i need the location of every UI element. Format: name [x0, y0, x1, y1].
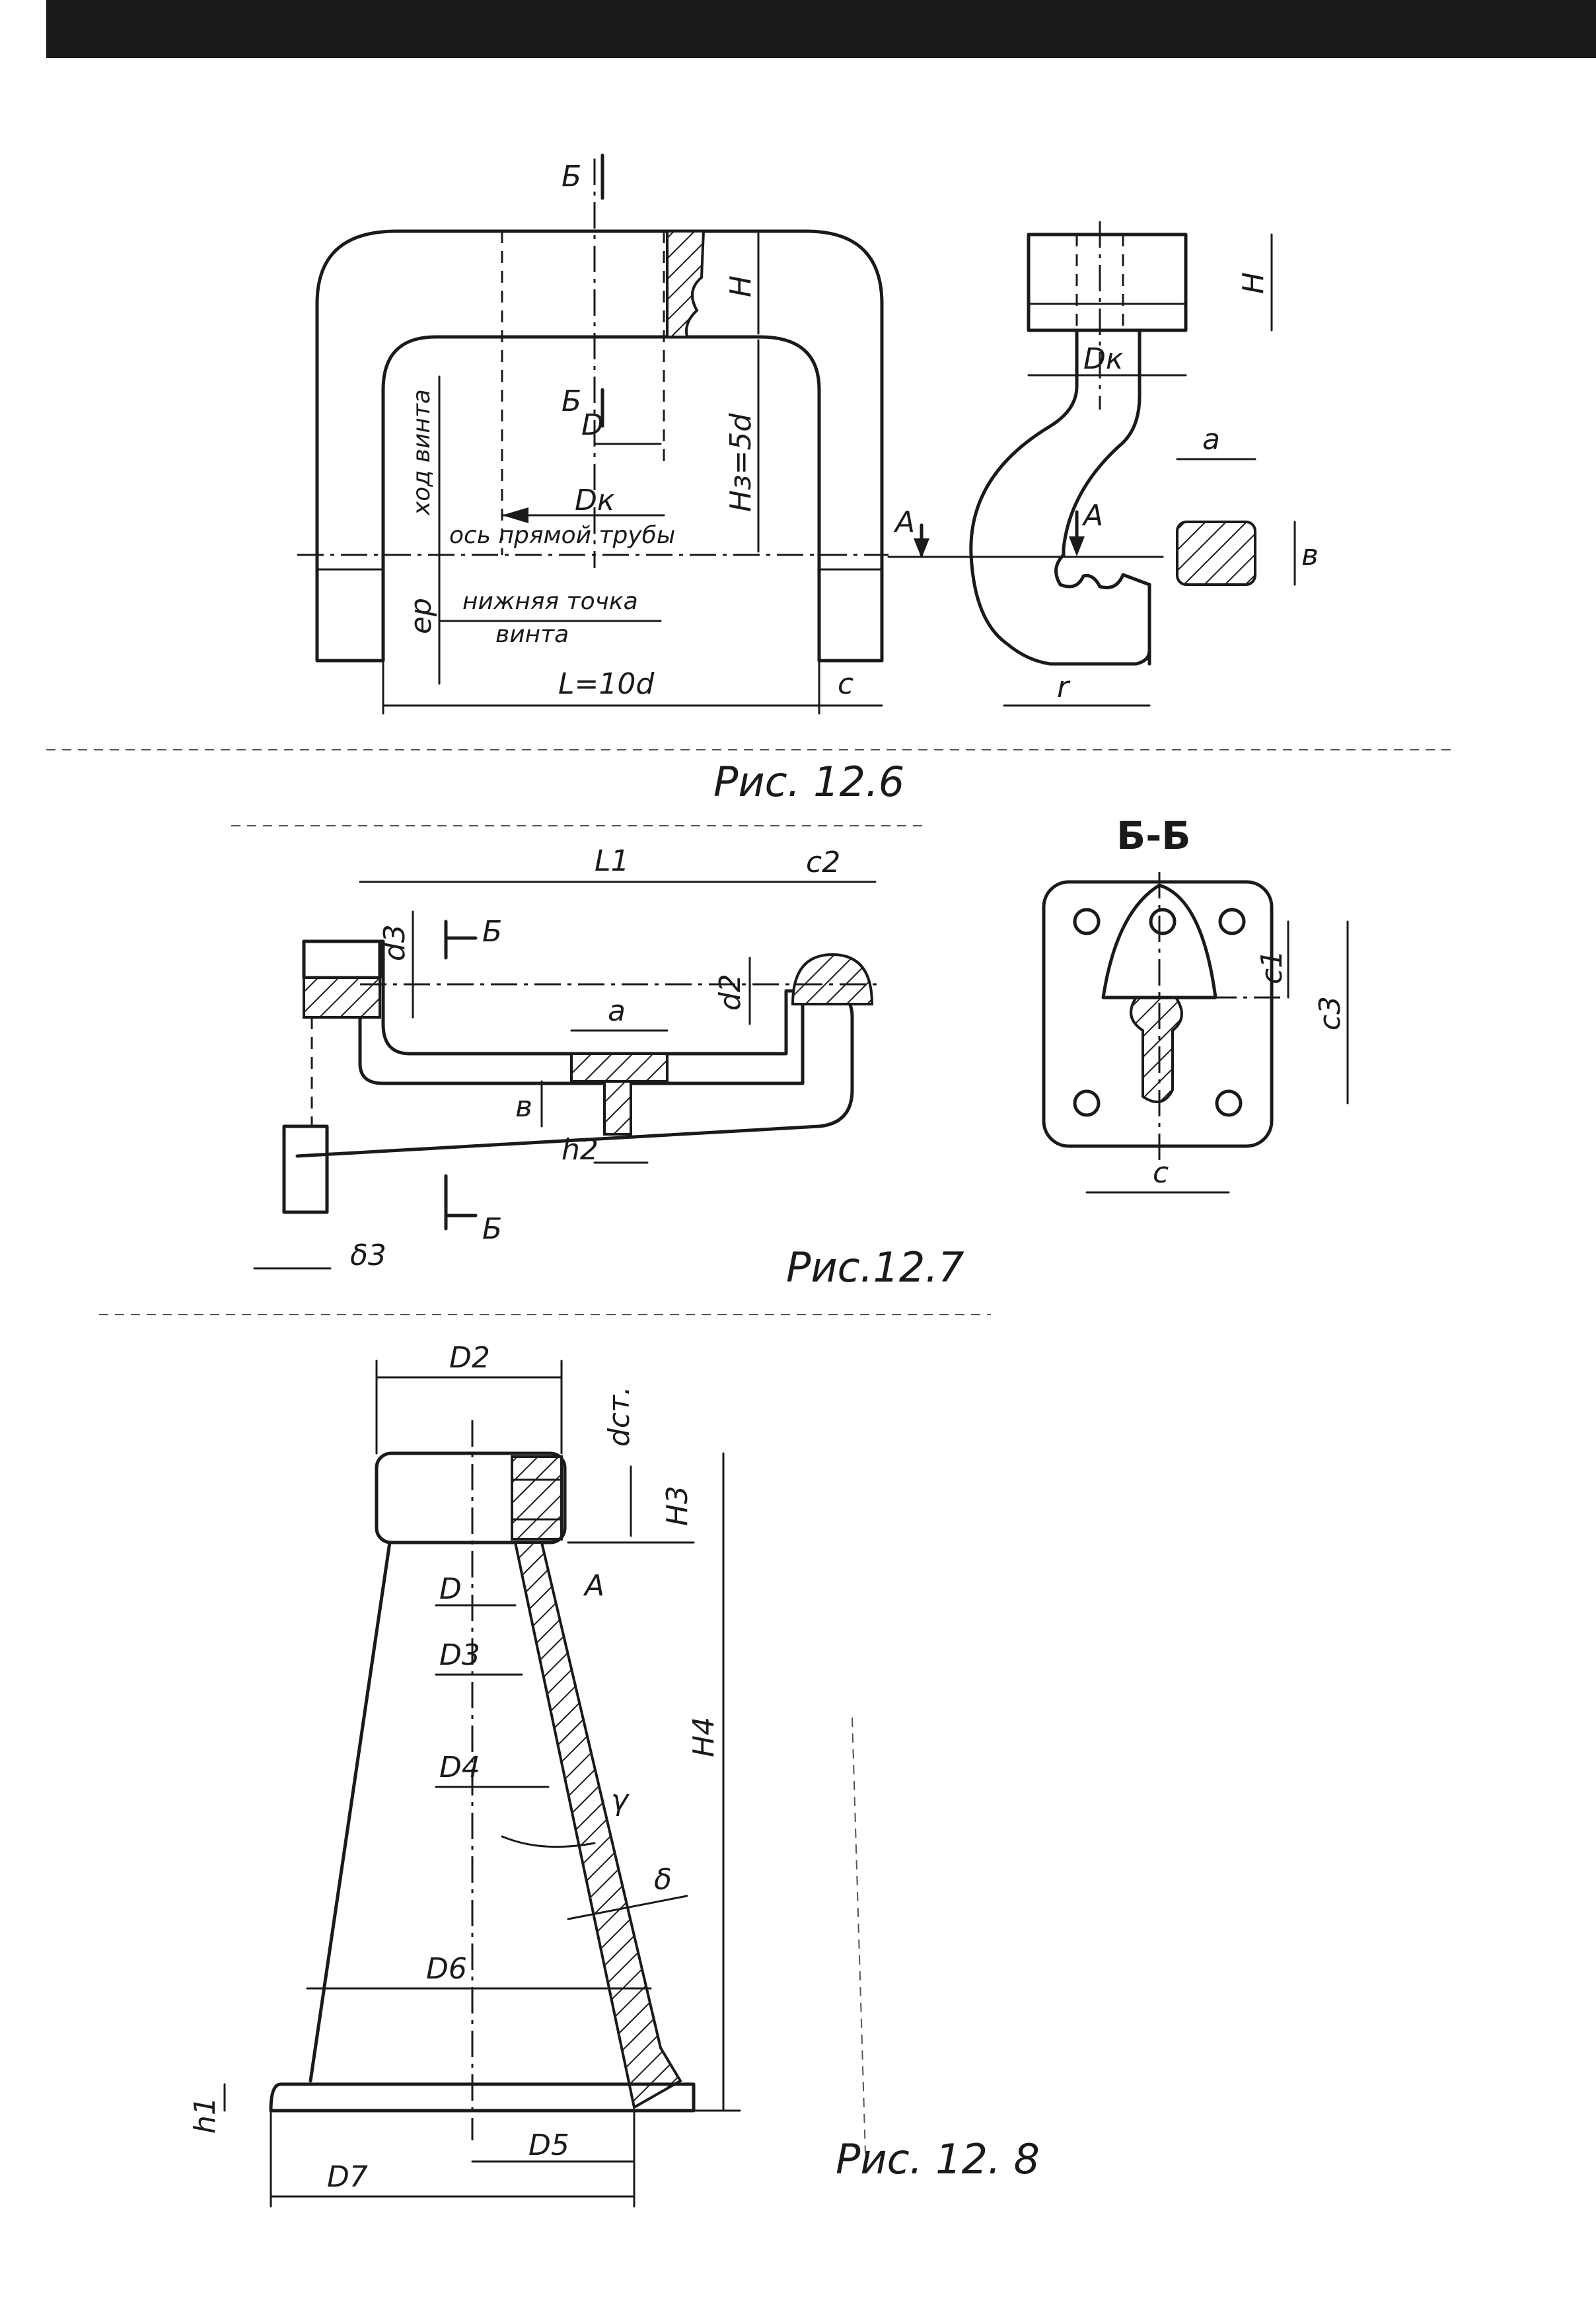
dim-c1-label: c1: [1255, 950, 1289, 984]
delta-label: δ: [654, 1863, 672, 1897]
figure-12-7: L1 c2 a в h2 d2 d3 Б Б δ: [99, 813, 1349, 1315]
cone-wall-section: [513, 1541, 682, 2110]
dim-c-label: c: [838, 667, 853, 701]
left-flange-top: [302, 939, 382, 980]
hook-body-contour: [969, 328, 1151, 666]
dim-delta3-label: δ3: [350, 1239, 386, 1272]
cone-outer-left: [308, 1541, 392, 2083]
dim-d3-128-label: D3: [439, 1638, 480, 1672]
bracket-inner-contour: [358, 1002, 805, 1085]
hook-dk-label: Dк: [1083, 342, 1124, 376]
dim-h4-label: H4: [687, 1717, 721, 1757]
dim-d7-label: D7: [327, 2160, 368, 2194]
dim-d2-128-label: D2: [449, 1341, 490, 1375]
point-a-label: A: [583, 1569, 604, 1603]
dim-h3-128-label: H3: [661, 1486, 694, 1526]
caption-12-6: Рис. 12.6: [713, 758, 904, 806]
pipe-axis-label: ось прямой трубы: [449, 522, 675, 549]
plate-hole-tr: [1218, 908, 1246, 935]
t-rib-web: [603, 1080, 632, 1136]
plate-hole-tc: [1149, 908, 1177, 935]
dim-h2-label: h2: [562, 1133, 598, 1167]
frame-outer-contour: [315, 229, 884, 663]
section-mark-mid: Б: [562, 384, 581, 418]
dim-d4-label: D4: [439, 1751, 480, 1784]
caption-12-7: Рис.12.7: [786, 1243, 964, 1291]
dim-c3-label: c3: [1313, 996, 1347, 1031]
hook-h-label: H: [1237, 272, 1270, 294]
ep-label: eр: [404, 598, 438, 634]
r-label: r: [1057, 671, 1071, 704]
lower-point-label-1: нижняя точка: [462, 588, 638, 615]
arrow-a-left-head: [914, 538, 929, 558]
left-flange-bottom: [282, 1124, 329, 1214]
lower-point-label-2: винта: [495, 621, 569, 648]
screw-travel-label: ход винта: [408, 389, 435, 516]
arrow-a-right-head: [1069, 536, 1085, 556]
plate-hole-tl: [1073, 908, 1101, 935]
dim-a-label: a: [1202, 423, 1220, 456]
section-bb-title: Б-Б: [1116, 813, 1191, 858]
dim-d5-label: D5: [528, 2128, 569, 2162]
t-rib-flange: [570, 1052, 669, 1083]
dim-h-label: H: [724, 275, 758, 297]
dim-b-127-label: в: [515, 1090, 532, 1124]
plate-rib-section: [1130, 996, 1183, 1103]
dim-h1-label: h1: [188, 2097, 222, 2134]
dim-d6-label: D6: [426, 1952, 467, 1986]
figure-12-6: Б Б H Hз=5d D Dк ход винта ось прямой тр…: [46, 153, 1453, 806]
plate-hole-bl: [1073, 1089, 1101, 1117]
delta-line: [567, 1895, 688, 1920]
dim-dct-label: dст.: [602, 1386, 636, 1447]
section-aa: [1176, 521, 1256, 586]
support-base: [269, 2082, 696, 2113]
gamma-label: γ: [611, 1784, 630, 1817]
support-head: [375, 1451, 567, 1544]
dim-a-127-label: a: [608, 994, 626, 1028]
dim-d3-label: d3: [378, 924, 412, 961]
arrow-a-left-label: A: [893, 505, 915, 539]
hook-head-block: [1027, 233, 1188, 332]
gamma-arc: [501, 1835, 596, 1848]
dim-h3-label: Hз=5d: [724, 413, 758, 512]
head-thread-section: [511, 1455, 563, 1541]
right-boss-section: [791, 953, 874, 1005]
boss-section-hatch: [666, 230, 706, 338]
plate-hole-br: [1215, 1089, 1243, 1117]
section-b-top-label: Б: [482, 915, 502, 949]
caption-12-8: Рис. 12. 8: [836, 2135, 1040, 2183]
dim-d-label: D: [581, 408, 604, 442]
dim-l1-label: L1: [595, 844, 630, 878]
dim-l-label: L=10d: [558, 667, 655, 701]
figure-12-8: D2 dст. H3 A H4 D D3 D4 γ δ: [188, 1341, 1040, 2208]
dim-d2-label: d2: [713, 974, 747, 1011]
vertical-divider: [852, 1717, 866, 2154]
plate-outline: [1042, 880, 1274, 1148]
dim-dk-label: Dк: [575, 484, 615, 517]
dim-dk-arrow: [502, 507, 528, 523]
section-mark-top: Б: [562, 160, 581, 194]
frame-inner-contour: [381, 335, 821, 663]
arrow-a-right-label: A: [1081, 499, 1103, 532]
dim-d-128-label: D: [439, 1572, 462, 1606]
dim-c2-label: c2: [806, 846, 840, 879]
section-b-bot-label: Б: [482, 1212, 502, 1246]
dim-b-label: в: [1301, 538, 1319, 572]
dim-c-127-label: c: [1153, 1156, 1169, 1190]
top-border-band: [46, 0, 1596, 58]
